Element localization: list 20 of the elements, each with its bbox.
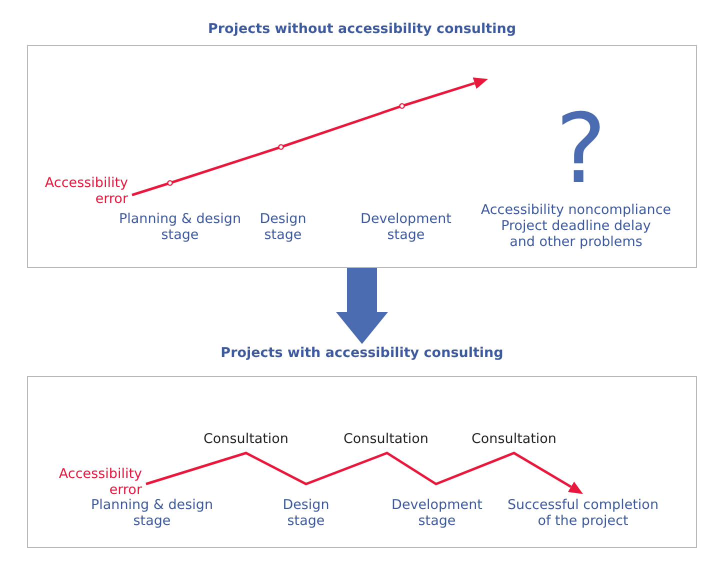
error-label: Accessibility error: [30, 175, 128, 211]
block-arrow: [336, 268, 388, 344]
stage-label: Planning & design stage: [115, 211, 245, 245]
question-mark: ?: [545, 100, 617, 198]
arrow: [146, 452, 584, 494]
consultation-label: Consultation: [196, 431, 296, 449]
panel-heading: Projects without accessibility consulting: [207, 20, 517, 38]
stage-label: Development stage: [350, 211, 462, 245]
consultation-label: Consultation: [464, 431, 564, 449]
stage-label: Planning & design stage: [87, 497, 217, 531]
stage-label: Development stage: [381, 497, 493, 531]
problem-text: Accessibility noncompliance: [480, 202, 672, 218]
stage-label: Successful completion of the project: [500, 494, 666, 530]
consultation-label: Consultation: [336, 431, 436, 449]
problem-text: and other problems: [508, 234, 644, 250]
stage-label: Design stage: [243, 211, 323, 245]
arrow: [132, 78, 488, 196]
panel-heading: Projects with accessibility consulting: [220, 344, 504, 362]
stage-label: Design stage: [266, 497, 346, 531]
problem-text: Project deadline delay: [500, 218, 652, 234]
